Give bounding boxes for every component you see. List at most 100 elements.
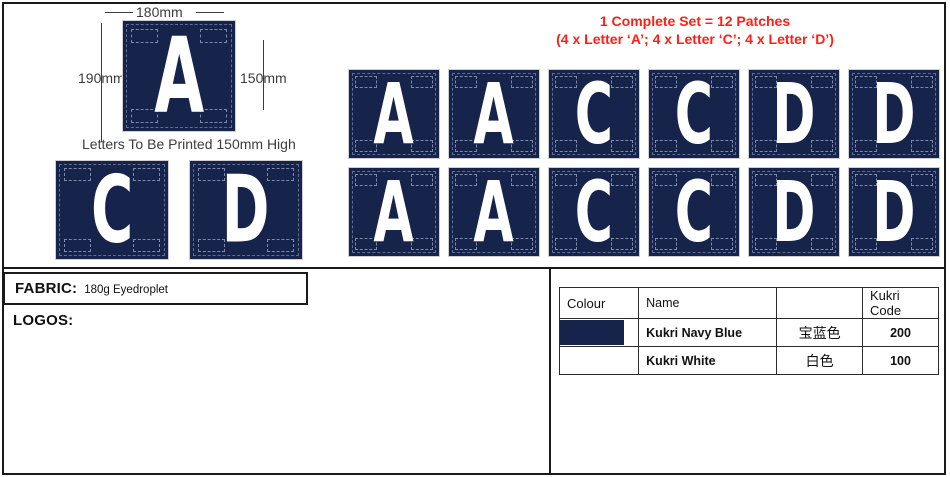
patch-letter: A bbox=[473, 163, 515, 261]
dimension-leader-height bbox=[101, 23, 102, 142]
section-divider-horizontal bbox=[2, 267, 946, 269]
colour-table-header-code: Kukri Code bbox=[862, 287, 939, 319]
patch-letter: C bbox=[574, 65, 614, 163]
frame-border-left bbox=[2, 2, 4, 475]
patch-corner-mark-bottom-left bbox=[655, 238, 677, 250]
section-divider-vertical bbox=[549, 269, 551, 475]
patch-corner-mark-bottom-left bbox=[63, 239, 91, 253]
patch-grid-cell-d: D bbox=[748, 167, 840, 257]
patch-corner-mark-bottom-right bbox=[411, 140, 433, 152]
colour-swatch-cell bbox=[558, 346, 640, 375]
patch-letter: A bbox=[154, 15, 204, 137]
colour-name-cn-cell: 白色 bbox=[776, 346, 863, 375]
dimension-width-label: 180mm bbox=[136, 4, 183, 20]
complete-set-note: 1 Complete Set = 12 Patches (4 x Letter … bbox=[500, 12, 890, 48]
patch-corner-mark-bottom-right bbox=[511, 238, 533, 250]
patch-corner-mark-top-right bbox=[811, 174, 833, 186]
patch-corner-mark-bottom-right bbox=[711, 140, 733, 152]
patch-corner-mark-bottom-left bbox=[755, 140, 777, 152]
colour-code-cell: 100 bbox=[862, 346, 939, 375]
dimension-leader-width-left bbox=[105, 12, 133, 13]
colour-name-cell: Kukri White bbox=[638, 346, 778, 375]
patch-letter: D bbox=[872, 163, 916, 261]
colour-table-header-colour: Colour bbox=[558, 287, 640, 319]
patch-letter: D bbox=[772, 163, 816, 261]
patch-letter: C bbox=[90, 155, 134, 264]
colour-name-cn-cell: 宝蓝色 bbox=[776, 318, 863, 347]
patch-corner-mark-top-left bbox=[755, 174, 777, 186]
patch-letter: A bbox=[473, 65, 515, 163]
patch-corner-mark-top-left bbox=[63, 167, 91, 181]
patch-corner-mark-bottom-right bbox=[811, 140, 833, 152]
patch-corner-mark-bottom-right bbox=[611, 140, 633, 152]
colour-table-header-row: Colour Name Kukri Code bbox=[558, 287, 939, 319]
demo-patch-a: A bbox=[122, 20, 236, 132]
colour-swatch bbox=[560, 320, 625, 345]
complete-set-note-line2: (4 x Letter ‘A’; 4 x Letter ‘C’; 4 x Let… bbox=[556, 31, 834, 47]
patch-corner-mark-bottom-left bbox=[455, 238, 477, 250]
demo-patch-d: D bbox=[189, 160, 303, 260]
patch-corner-mark-top-right bbox=[911, 174, 933, 186]
patch-grid-cell-d: D bbox=[848, 167, 940, 257]
patch-corner-mark-top-right bbox=[711, 174, 733, 186]
colour-table-header-name-cn bbox=[776, 287, 863, 319]
patch-letter: A bbox=[373, 65, 415, 163]
patch-letter: A bbox=[373, 163, 415, 261]
patch-corner-mark-bottom-right bbox=[711, 238, 733, 250]
patch-corner-mark-top-left bbox=[855, 76, 877, 88]
patch-corner-mark-bottom-left bbox=[455, 140, 477, 152]
patch-corner-mark-bottom-left bbox=[555, 238, 577, 250]
patch-corner-mark-top-right bbox=[200, 28, 228, 43]
patch-letter: C bbox=[574, 163, 614, 261]
patch-letter: C bbox=[674, 163, 714, 261]
patch-corner-mark-top-left bbox=[455, 174, 477, 186]
patch-grid-cell-d: D bbox=[748, 69, 840, 159]
patch-corner-mark-bottom-left bbox=[855, 238, 877, 250]
patch-corner-mark-top-right bbox=[511, 174, 533, 186]
patch-corner-mark-top-left bbox=[197, 167, 225, 181]
colour-code-cell: 200 bbox=[862, 318, 939, 347]
patch-corner-mark-top-right bbox=[611, 76, 633, 88]
patch-grid-cell-c: C bbox=[648, 69, 740, 159]
colour-swatch-cell bbox=[558, 318, 640, 347]
patch-corner-mark-bottom-right bbox=[411, 238, 433, 250]
fabric-value: 180g Eyedroplet bbox=[84, 283, 168, 296]
patch-corner-mark-bottom-right bbox=[811, 238, 833, 250]
patch-corner-mark-top-left bbox=[355, 174, 377, 186]
complete-set-note-line1: 1 Complete Set = 12 Patches bbox=[599, 13, 791, 29]
patch-grid-cell-a: A bbox=[348, 69, 440, 159]
patch-corner-mark-bottom-left bbox=[655, 140, 677, 152]
dimension-leader-letter-height bbox=[263, 40, 264, 110]
patch-grid-cell-a: A bbox=[448, 69, 540, 159]
patch-corner-mark-top-left bbox=[655, 174, 677, 186]
patch-corner-mark-top-left bbox=[855, 174, 877, 186]
patch-corner-mark-top-right bbox=[267, 167, 295, 181]
fabric-label: FABRIC: bbox=[15, 280, 78, 297]
patch-grid-cell-c: C bbox=[548, 167, 640, 257]
patch-corner-mark-top-right bbox=[811, 76, 833, 88]
patch-grid-cell-c: C bbox=[648, 167, 740, 257]
patch-letter: D bbox=[872, 65, 916, 163]
patch-corner-mark-bottom-right bbox=[511, 140, 533, 152]
patch-letter: D bbox=[222, 155, 270, 264]
patch-corner-mark-bottom-right bbox=[267, 239, 295, 253]
patch-corner-mark-top-left bbox=[355, 76, 377, 88]
patch-corner-mark-top-right bbox=[411, 76, 433, 88]
patch-corner-mark-bottom-right bbox=[611, 238, 633, 250]
patch-corner-mark-top-left bbox=[555, 76, 577, 88]
patch-grid-cell-d: D bbox=[848, 69, 940, 159]
patch-corner-mark-bottom-left bbox=[355, 140, 377, 152]
logos-label: LOGOS: bbox=[13, 312, 74, 329]
patch-corner-mark-bottom-right bbox=[911, 140, 933, 152]
patch-grid-cell-a: A bbox=[348, 167, 440, 257]
patch-corner-mark-top-left bbox=[755, 76, 777, 88]
patch-corner-mark-bottom-right bbox=[133, 239, 161, 253]
patch-corner-mark-bottom-left bbox=[755, 238, 777, 250]
patch-corner-mark-top-right bbox=[411, 174, 433, 186]
frame-border-bottom bbox=[2, 473, 946, 475]
